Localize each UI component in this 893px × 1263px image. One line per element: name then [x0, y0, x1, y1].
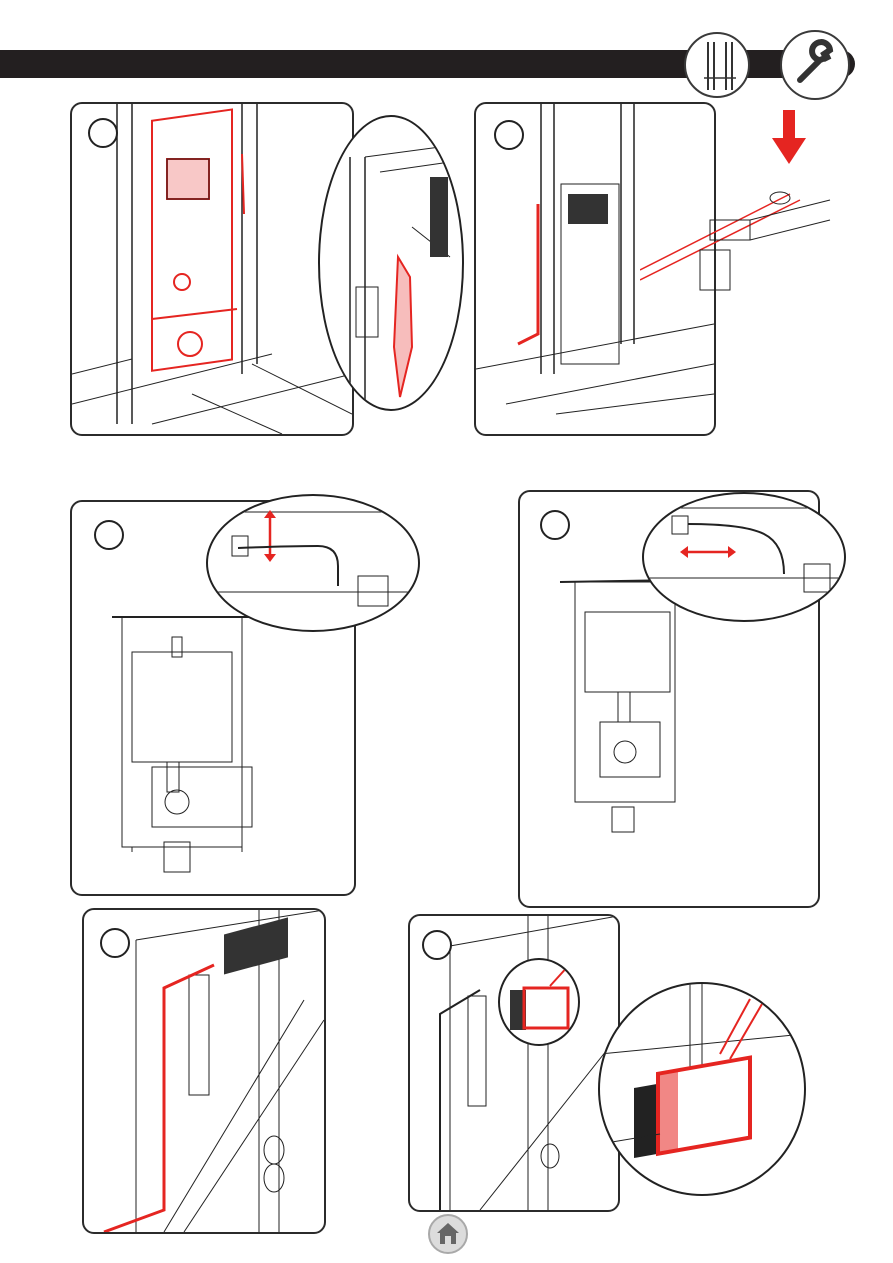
home-icon [430, 1216, 466, 1252]
step-1-panel [70, 102, 354, 436]
step-4-zoom-detail [642, 492, 846, 622]
step-2-number [494, 120, 524, 150]
frame-icon [684, 32, 750, 98]
wrench-icon [780, 30, 850, 100]
step-3-zoom-detail [206, 494, 420, 632]
step-6-panel [408, 914, 620, 1212]
step-2-pipe-detail [640, 180, 840, 300]
step-1-zoom-detail [318, 115, 464, 411]
step-3-number [94, 520, 124, 550]
step-5-panel [82, 908, 326, 1234]
step-6-number [422, 930, 452, 960]
step-6-zoom-detail [598, 982, 806, 1196]
step-5-number [100, 928, 130, 958]
down-arrow-icon [772, 110, 806, 164]
step-6-zoom-small [498, 958, 580, 1046]
step-4-number [540, 510, 570, 540]
home-button[interactable] [428, 1214, 468, 1254]
step-1-number [88, 118, 118, 148]
